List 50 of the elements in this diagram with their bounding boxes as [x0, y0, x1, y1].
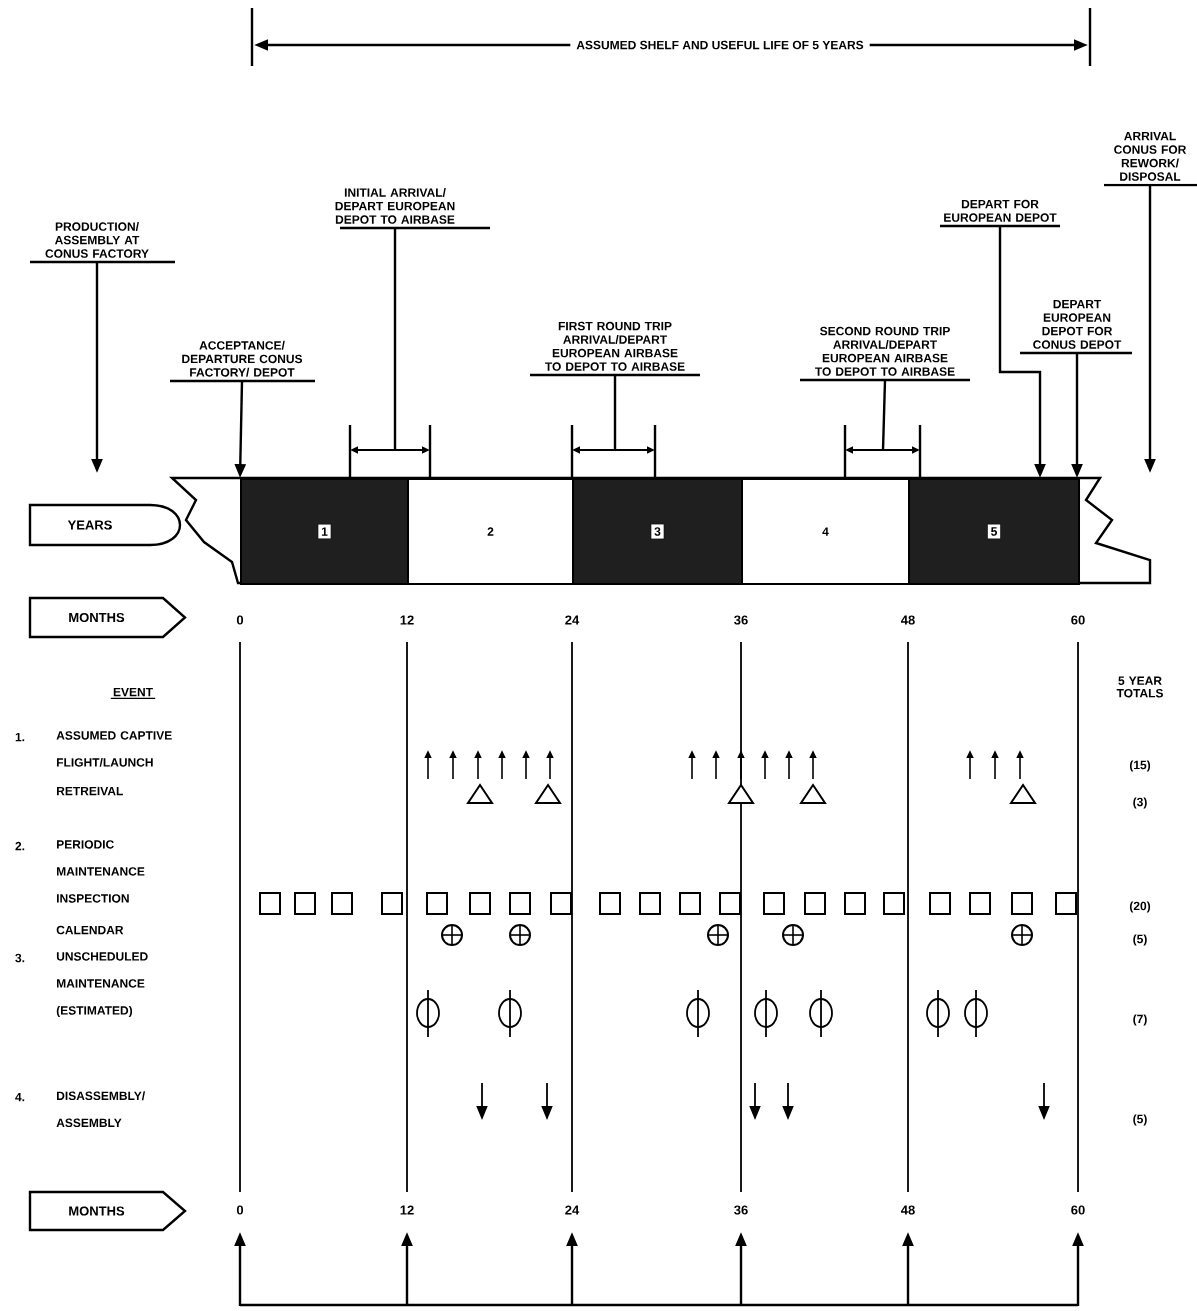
event-label: DEPART EUROPEAN DEPOT FOR CONUS DEPOT: [1020, 299, 1132, 355]
year-cell: 5: [908, 478, 1080, 585]
event-label: SECOND ROUND TRIP ARRIVAL/DEPART EUROPEAN AIRBASE TO DEPOT TO AIRBASE: [800, 326, 970, 382]
event-name: DISASSEMBLY/ ASSEMBLY: [56, 1091, 145, 1127]
month-number: 36: [734, 1205, 748, 1215]
month-number: 0: [236, 1205, 244, 1215]
month-number: 24: [565, 1205, 580, 1215]
month-number: 24: [565, 615, 580, 625]
event-number: 4.: [15, 1092, 25, 1102]
event-name: UNSCHEDULED MAINTENANCE (ESTIMATED): [56, 952, 148, 1018]
month-number: 12: [400, 1205, 414, 1215]
total-count: (7): [1133, 1014, 1147, 1026]
dimension-label: ASSUMED SHELF AND USEFUL LIFE OF 5 YEARS: [570, 37, 870, 53]
total-count: (15): [1129, 760, 1151, 772]
total-count: (20): [1129, 901, 1151, 913]
connector-line: [613, 375, 617, 450]
month-number: 0: [236, 615, 244, 625]
event-label: INITIAL ARRIVAL/ DEPART EUROPEAN DEPOT TO AIRBASE: [335, 188, 490, 230]
column-heading: EVENT: [110, 687, 156, 699]
event-number: 3.: [15, 953, 25, 963]
event-label: PRODUCTION/ ASSEMBLY AT CONUS FACTORY: [30, 222, 175, 264]
pointer-box: MONTHS: [28, 1190, 187, 1232]
total-count: (5): [1133, 1114, 1147, 1126]
month-number: 48: [901, 615, 915, 625]
total-count: (5): [1133, 934, 1147, 946]
event-label: ARRIVAL CONUS FOR REWORK/ DISPOSAL: [1104, 131, 1197, 187]
month-number: 60: [1071, 1205, 1085, 1215]
event-number: 1.: [15, 732, 25, 742]
month-number: 12: [400, 615, 414, 625]
month-number: 60: [1071, 615, 1085, 625]
pointer-box: MONTHS: [28, 596, 187, 639]
pointer-box: YEARS: [28, 503, 182, 547]
event-number: 2.: [15, 841, 25, 851]
event-name: RETREIVAL: [57, 786, 123, 796]
month-number: 36: [734, 615, 748, 625]
year-cell: 4: [741, 478, 910, 585]
event-name: ASSUMED CAPTIVE FLIGHT/LAUNCH: [56, 731, 172, 767]
connector-line: [881, 379, 887, 451]
month-number: 48: [901, 1205, 915, 1215]
year-cell: 1: [240, 478, 409, 585]
event-label: ACCEPTANCE/ DEPARTURE CONUS FACTORY/ DEPOT: [170, 340, 315, 383]
event-label: DEPART FOR EUROPEAN DEPOT: [940, 199, 1060, 228]
year-cell: 3: [572, 478, 743, 585]
column-heading: 5 YEAR TOTALS: [1116, 676, 1163, 698]
event-name: PERIODIC MAINTENANCE INSPECTION: [57, 840, 145, 903]
event-name: CALENDAR: [56, 925, 124, 935]
year-cell: 2: [407, 478, 574, 585]
connector-line: [393, 228, 397, 450]
total-count: (3): [1133, 797, 1147, 809]
event-label: FIRST ROUND TRIP ARRIVAL/DEPART EUROPEAN AIRBASE TO DEPOT TO AIRBASE: [530, 321, 700, 377]
